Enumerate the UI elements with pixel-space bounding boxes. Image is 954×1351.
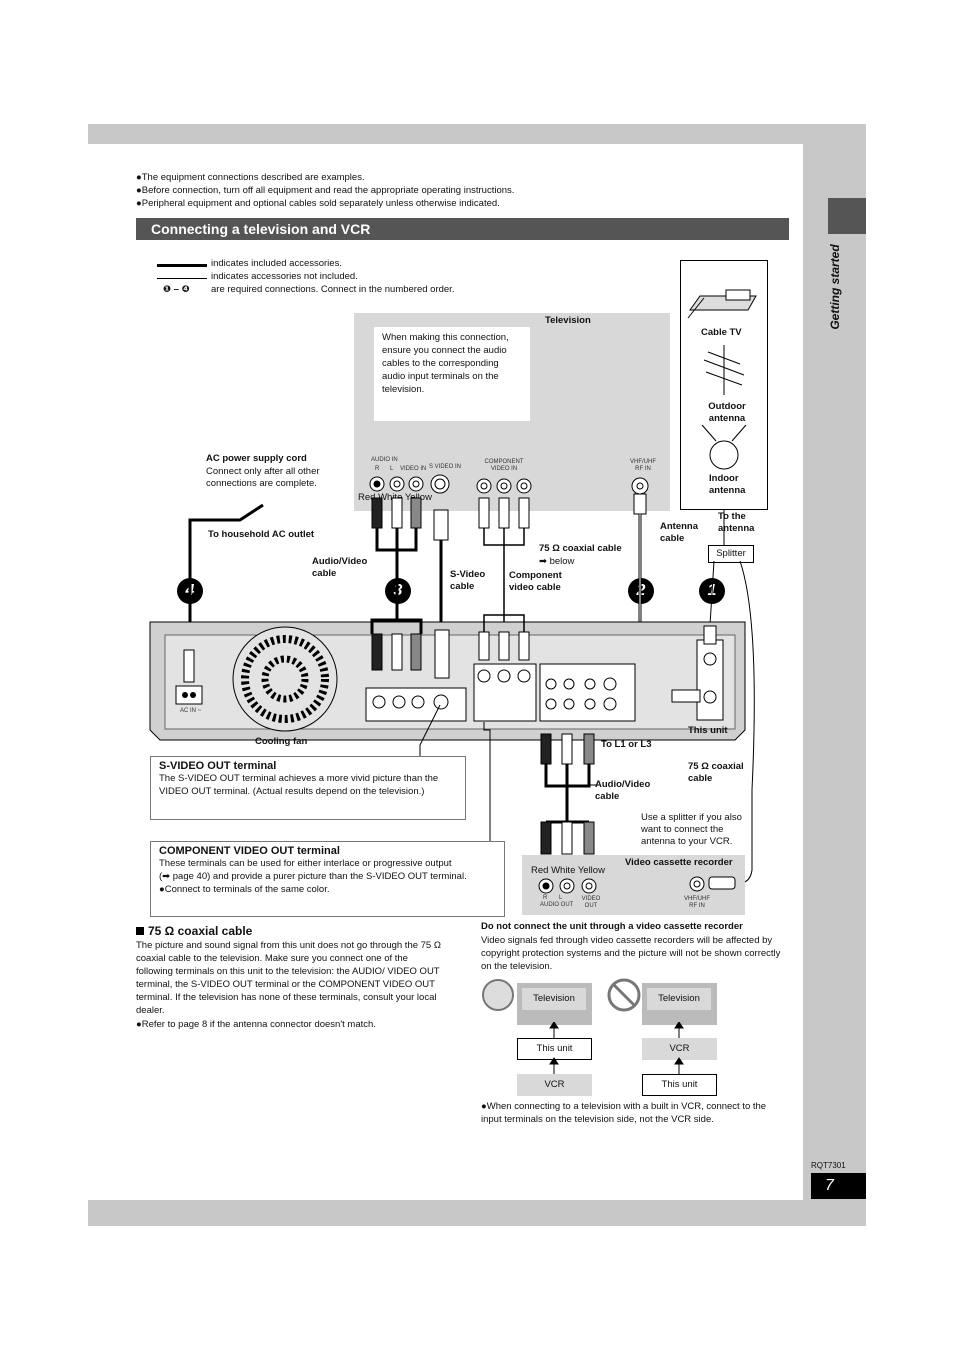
ok-television: Television (522, 988, 586, 1010)
legend-included-text: indicates included accessories. (211, 258, 342, 269)
vcr-warning-heading: Do not connect the unit through a video … (481, 921, 743, 932)
ac-cord-text: Connect only after all other connections… (206, 466, 320, 489)
tv-rf-in-label: VHF/UHF RF IN (630, 459, 656, 472)
household-outlet-label: To household AC outlet (208, 529, 315, 540)
legend-not-included-text: indicates accessories not included. (211, 271, 358, 282)
callout-box: When making this connection, ensure you … (374, 327, 530, 421)
ng-vcr: VCR (642, 1038, 717, 1060)
to-antenna-label: To the antenna (718, 511, 755, 534)
tv-component-label: COMPONENT VIDEO IN (484, 459, 524, 472)
ac-cord-title: AC power supply cord (206, 453, 307, 464)
indoor-antenna-label: Indoor antenna (709, 473, 746, 496)
coax-heading-row: 75 Ω coaxial cable (136, 924, 252, 938)
antenna-cable-label: Antenna cable (660, 521, 698, 544)
svideo-out-text: The S-VIDEO OUT terminal achieves a more… (159, 773, 439, 797)
splitter-label: Splitter (708, 545, 754, 563)
cooling-fan-label: Cooling fan (255, 736, 308, 747)
legend-line-included (157, 264, 207, 267)
notes-list: ●The equipment connections described are… (136, 171, 796, 210)
vcr-rf-in-label: VHF/UHF RF IN (684, 896, 710, 909)
outdoor-antenna-label: Outdoor antenna (708, 401, 746, 424)
audio-video-cable2-label: Audio/Video cable (595, 779, 651, 802)
ok-this-unit: This unit (517, 1038, 592, 1060)
vcr-label: Video cassette recorder (625, 857, 733, 868)
tv-av-plugs (371, 497, 530, 541)
coax-cable-label: 75 Ω coaxial cable (539, 543, 622, 554)
ac-in-label: AC IN ~ (180, 708, 202, 714)
ng-television: Television (647, 988, 711, 1010)
tv-audio-in-label: AUDIO IN (371, 457, 398, 463)
to-l1-l3-label: To L1 or L3 (601, 739, 652, 750)
ok-vcr: VCR (517, 1074, 592, 1096)
splitter-note: Use a splitter if you also want to conne… (641, 812, 742, 847)
ng-diagram-marks (607, 978, 641, 1012)
component-out-box: COMPONENT VIDEO OUT terminal These termi… (150, 841, 505, 917)
svideo-out-box: S-VIDEO OUT terminal The S-VIDEO OUT ter… (150, 756, 466, 820)
coax-below-label: ➡ below (539, 556, 575, 567)
this-unit-label: This unit (688, 725, 728, 736)
note-item: ●The equipment connections described are… (136, 172, 365, 183)
builtin-vcr-note: ●When connecting to a television with a … (481, 1101, 767, 1125)
side-band (803, 144, 866, 1200)
splitter-wiring (709, 510, 755, 884)
cable-tv-icon (687, 289, 757, 319)
note-item: ●Peripheral equipment and optional cable… (136, 198, 500, 209)
vcr-audio-out-label: AUDIO OUT (540, 902, 574, 908)
note-item: ●Before connection, turn off all equipme… (136, 185, 515, 196)
component-cable-label: Component video cable (509, 570, 562, 593)
tv-l-label: L (390, 466, 394, 472)
flow-arrows (549, 1022, 684, 1074)
vcr-video-out-label: VIDEO OUT (581, 896, 601, 909)
unit-plugs (370, 614, 530, 679)
ok-circle-icon (482, 979, 514, 1011)
coax-text: The picture and sound signal from this u… (136, 940, 441, 1016)
component-out-text3: ●Connect to terminals of the same color. (159, 884, 330, 895)
coax-note: ●Refer to page 8 if the antenna connecto… (136, 1019, 376, 1030)
vcr-terminals (538, 876, 736, 894)
coax-heading: 75 Ω coaxial cable (148, 924, 253, 938)
television-label: Television (545, 315, 591, 326)
legend-order-text: are required connections. Connect in the… (211, 284, 455, 295)
tv-r-label: R (375, 466, 380, 472)
tv-svideo-in-label: S VIDEO IN (429, 464, 462, 470)
bottom-band (88, 1200, 866, 1226)
vcr-warning-text: Video signals fed through video cassette… (481, 935, 781, 972)
legend-line-not-included (157, 278, 207, 279)
document-code: RQT7301 (811, 1161, 846, 1170)
page-number: 7 (811, 1173, 866, 1199)
cable-tv-label: Cable TV (701, 327, 742, 338)
vcr-rwy-label: Red White Yellow (531, 865, 605, 876)
legend-order-symbol: ❶ – ❹ (163, 284, 190, 295)
section-tab (828, 198, 866, 234)
vcr-panel (522, 855, 745, 915)
indoor-antenna-icon (701, 424, 747, 470)
top-band (88, 124, 866, 144)
component-out-text2: (➡ page 40) and provide a purer picture … (159, 871, 467, 882)
tv-terminals (369, 474, 649, 495)
cable-lines (188, 503, 443, 650)
ng-this-unit: This unit (642, 1074, 717, 1096)
outdoor-antenna-icon (703, 345, 745, 395)
component-out-text1: These terminals can be used for either i… (159, 858, 452, 869)
callout-lines (419, 704, 597, 841)
prohibited-icon (607, 978, 641, 1012)
svideo-out-title: S-VIDEO OUT terminal (159, 760, 277, 772)
component-cable-lines (483, 528, 525, 630)
tv-video-in-label: VIDEO IN (400, 466, 427, 472)
audio-video-cable-label: Audio/Video cable (312, 556, 368, 579)
vcr-av-cable (540, 733, 595, 855)
ok-diagram-marks (482, 979, 514, 1011)
vcr-r-l-label: R L (543, 895, 563, 901)
coax-cable2-label: 75 Ω coaxial cable (688, 761, 744, 784)
svideo-cable-label: S-Video cable (450, 569, 486, 592)
recorder-rear-panel (149, 621, 746, 741)
section-title: Connecting a television and VCR (136, 218, 789, 240)
component-out-title: COMPONENT VIDEO OUT terminal (159, 845, 340, 857)
square-bullet-icon (136, 927, 144, 935)
